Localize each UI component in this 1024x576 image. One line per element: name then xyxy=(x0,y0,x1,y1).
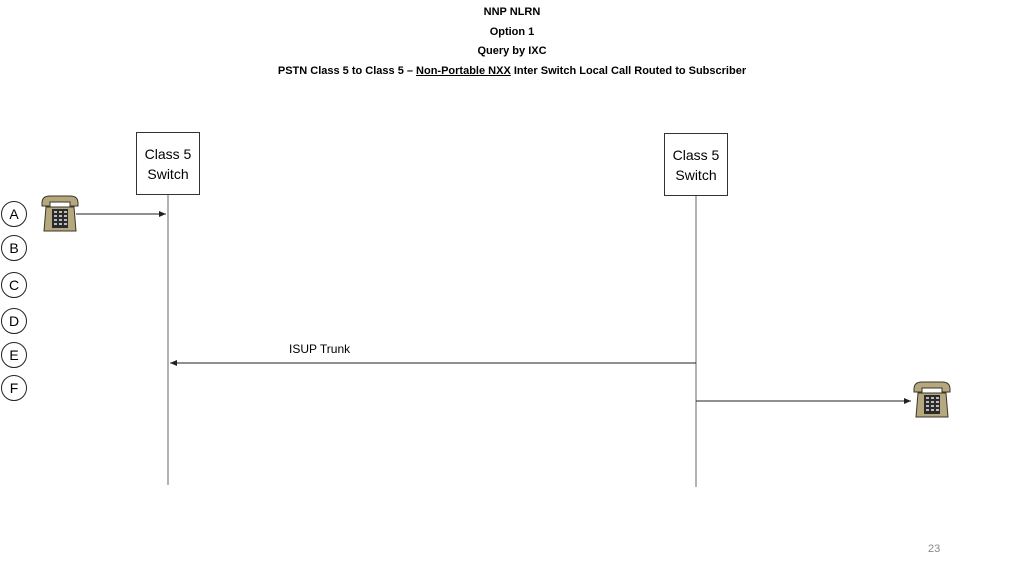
switch-label-line2: Switch xyxy=(675,166,717,183)
step-marker-c: C xyxy=(1,272,27,298)
slide-scenario-description: PSTN Class 5 to Class 5 – Non-Portable N… xyxy=(0,64,1024,78)
switch-label-line2: Switch xyxy=(147,165,189,182)
scenario-prefix: PSTN Class 5 to Class 5 – xyxy=(277,65,417,77)
step-marker-e: E xyxy=(1,342,27,368)
scenario-suffix: Inter Switch Local Call Routed to Subscr… xyxy=(510,65,747,77)
telephone-icon xyxy=(913,381,951,418)
switch-label-line1: Class 5 xyxy=(144,145,192,162)
class5-switch-left: Class 5 Switch xyxy=(136,132,200,195)
slide-title: NNP NLRN xyxy=(483,6,541,18)
slide-subtitle-option: Option 1 xyxy=(489,26,535,38)
slide-subtitle-query: Query by IXC xyxy=(477,45,547,57)
step-marker-d: D xyxy=(1,308,27,334)
step-marker-f: F xyxy=(1,375,27,401)
isup-trunk-label: ISUP Trunk xyxy=(289,342,351,356)
switch-label-line1: Class 5 xyxy=(672,146,720,163)
telephone-icon xyxy=(41,195,79,232)
step-marker-b: B xyxy=(1,235,27,261)
page-number: 23 xyxy=(928,543,941,555)
scenario-underlined: Non-Portable NXX xyxy=(416,65,511,77)
class5-switch-right: Class 5 Switch xyxy=(664,133,728,196)
step-marker-a: A xyxy=(1,201,27,227)
